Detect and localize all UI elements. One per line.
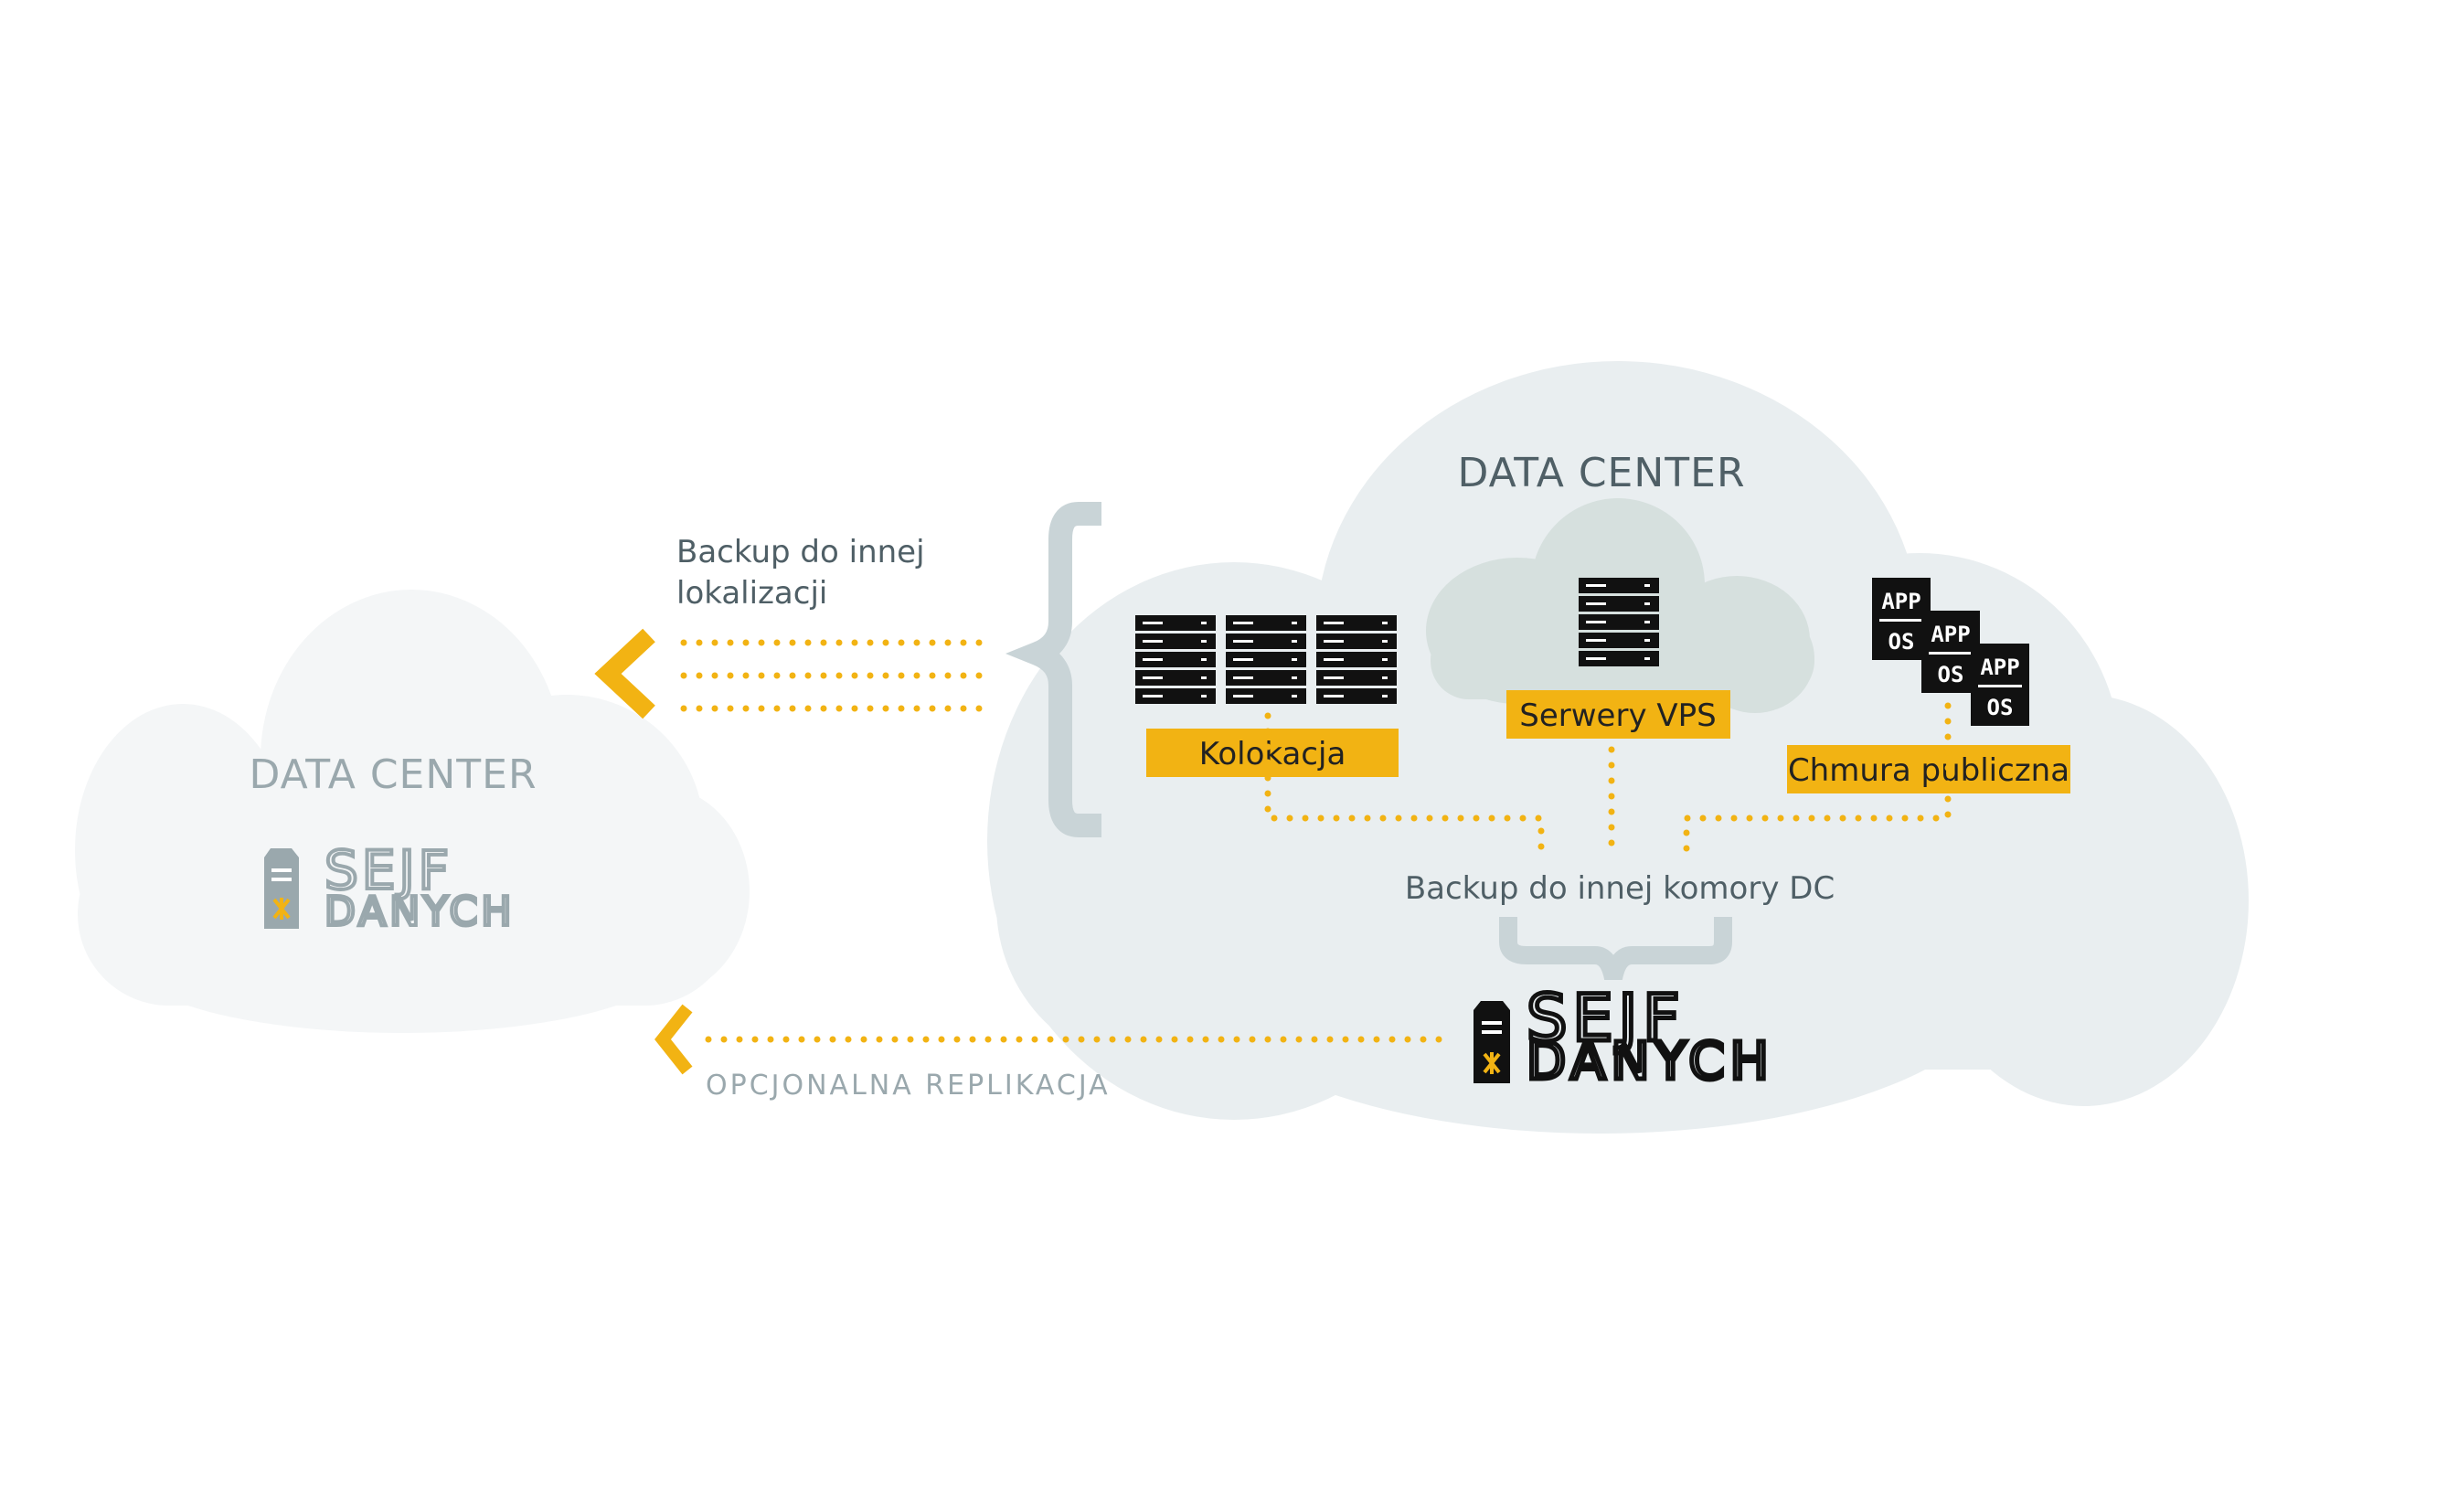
sejf-danych-logo-remote: SEJF DANYCH: [264, 837, 515, 937]
arrow-left-icon: [654, 1004, 693, 1075]
offsite-backup-arrow: [594, 628, 984, 719]
app-os-stack-icon: APP OS APP OS APP OS: [1872, 578, 2029, 726]
sejf-danych-logo-icon: [1474, 1001, 1510, 1083]
colocation-badge: Kolokacja: [1146, 729, 1399, 777]
svg-text:Chmura publiczna: Chmura publiczna: [1788, 752, 2069, 789]
svg-text:OS: OS: [1888, 629, 1915, 655]
arrow-left-icon: [594, 628, 655, 719]
vps-badge: Serwery VPS: [1506, 690, 1730, 739]
server-rack-icon: [1316, 615, 1397, 704]
svg-text:APP: APP: [1931, 622, 1970, 647]
offsite-backup-label-line1: Backup do innej: [676, 534, 925, 570]
main-datacenter-title: DATA CENTER: [1457, 450, 1745, 496]
svg-text:Kolokacja: Kolokacja: [1199, 736, 1346, 772]
svg-text:APP: APP: [1980, 655, 2019, 680]
sejf-danych-logo-icon: [264, 848, 299, 929]
brace-icon: [1005, 502, 1101, 837]
svg-text:OS: OS: [1938, 662, 1964, 687]
offsite-backup-label-line2: lokalizacji: [676, 575, 827, 612]
sejf-danych-logo-main: SEJF DANYCH: [1474, 979, 1774, 1094]
brace-icon: [1499, 917, 1732, 981]
svg-text:Serwery VPS: Serwery VPS: [1519, 697, 1716, 734]
svg-text:SEJF: SEJF: [1527, 981, 1686, 1056]
server-rack-icon: [1135, 615, 1216, 704]
svg-text:APP: APP: [1881, 589, 1920, 614]
svg-text:DANYCH: DANYCH: [1527, 1032, 1774, 1091]
chamber-backup-label: Backup do innej komory DC: [1405, 870, 1835, 907]
remote-cloud: [75, 590, 750, 1033]
svg-text:OS: OS: [1987, 695, 2014, 720]
replication-label: OPCJONALNA REPLIKACJA: [706, 1070, 1111, 1102]
svg-text:SEJF: SEJF: [324, 839, 452, 901]
remote-datacenter-title: DATA CENTER: [249, 751, 537, 798]
colocation-servers: [1135, 615, 1397, 704]
server-rack-icon: [1226, 615, 1306, 704]
replication-arrow: [654, 1004, 1452, 1075]
public-cloud-badge: Chmura publiczna: [1787, 745, 2070, 793]
server-rack-icon: [1579, 578, 1659, 666]
internal-backup-connectors: [1264, 702, 1952, 858]
svg-text:DANYCH: DANYCH: [324, 889, 515, 935]
